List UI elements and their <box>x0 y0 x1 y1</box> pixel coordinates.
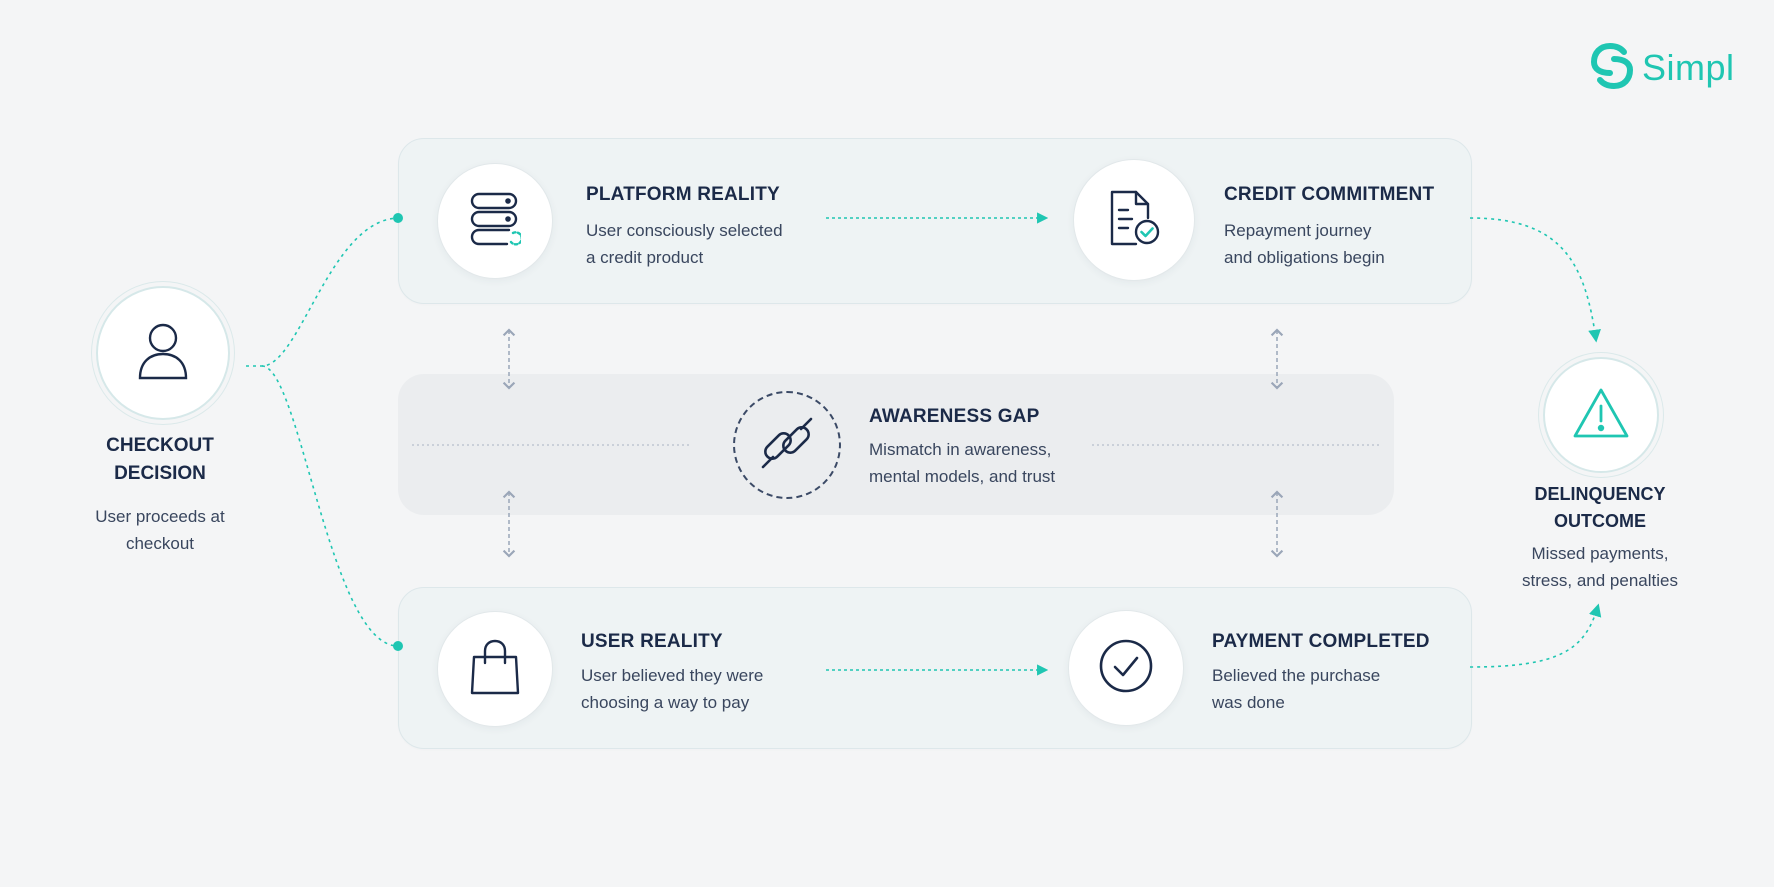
user-reality-desc: User believed they were choosing a way t… <box>581 666 764 712</box>
platform-reality-desc: User consciously selected a credit produ… <box>586 221 783 267</box>
simpl-logo-icon <box>1590 42 1634 95</box>
shopping-bag-icon <box>468 637 522 702</box>
payment-completed-title: PAYMENT COMPLETED <box>1212 631 1430 652</box>
platform-reality-title: PLATFORM REALITY <box>586 184 780 205</box>
user-reality-icon-circle <box>437 611 553 727</box>
bottom-branch-dot <box>393 641 403 651</box>
credit-to-delinquency-arrow <box>1469 217 1601 343</box>
awareness-gap-title: AWARENESS GAP <box>869 406 1040 427</box>
simpl-logo: Simpl <box>1590 42 1735 94</box>
awareness-gap-desc: Mismatch in awareness, mental models, an… <box>869 440 1056 486</box>
payment-to-delinquency-arrow <box>1469 603 1602 668</box>
credit-commitment-desc: Repayment journey and obligations begin <box>1224 221 1385 267</box>
delinquency-icon-circle <box>1543 357 1659 473</box>
user-reality-title: USER REALITY <box>581 631 723 652</box>
gap-icon-circle <box>733 391 841 499</box>
credit-commitment-title: CREDIT COMMITMENT <box>1224 184 1435 205</box>
credit-icon-circle <box>1073 159 1195 281</box>
broken-link-icon <box>757 413 817 478</box>
checkout-icon-circle <box>96 286 230 420</box>
check-circle-icon <box>1097 637 1155 700</box>
branch-connector <box>246 217 399 647</box>
simpl-logo-text: Simpl <box>1642 47 1735 88</box>
warning-icon <box>1571 386 1631 445</box>
top-branch-dot <box>393 213 403 223</box>
payment-completed-desc: Believed the purchase was done <box>1212 666 1381 712</box>
checkout-desc: User proceeds at checkout <box>95 507 225 553</box>
delinquency-desc: Missed payments, stress, and penalties <box>1522 544 1678 590</box>
user-reality-panel <box>398 587 1472 749</box>
document-check-icon <box>1106 188 1162 253</box>
platform-icon-circle <box>437 163 553 279</box>
server-icon <box>469 191 523 252</box>
user-icon <box>134 320 192 387</box>
payment-icon-circle <box>1068 610 1184 726</box>
delinquency-title: DELINQUENCY OUTCOME <box>1534 484 1666 531</box>
platform-reality-panel <box>398 138 1472 304</box>
checkout-title: CHECKOUT DECISION <box>106 435 214 484</box>
